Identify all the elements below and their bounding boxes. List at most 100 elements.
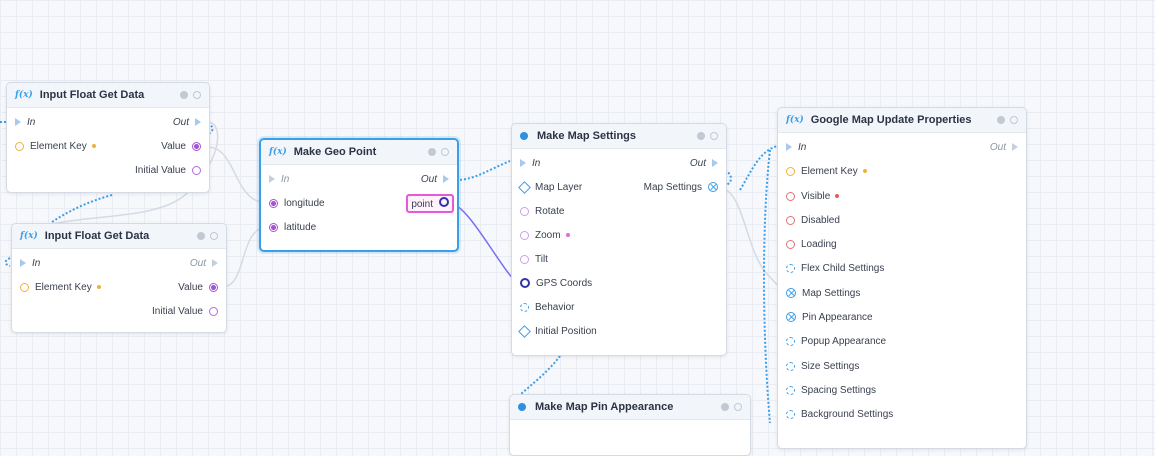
exec-in-icon[interactable]	[20, 259, 26, 267]
comment-icon[interactable]	[441, 148, 449, 156]
exec-wire-into-google-map[interactable]	[739, 145, 779, 191]
point-label: point	[411, 198, 433, 210]
tilt-label: Tilt	[535, 253, 548, 265]
exec-out-icon[interactable]	[712, 159, 718, 167]
element-key-label: Element Key	[30, 140, 87, 152]
map-settings-pin[interactable]	[708, 182, 718, 192]
zoom-pin[interactable]	[520, 230, 529, 240]
exec-in-icon[interactable]	[269, 175, 275, 183]
exec-out-icon[interactable]	[443, 175, 449, 183]
map-settings-label: Map Settings	[802, 287, 861, 299]
exec-wire-into-ifgd2[interactable]	[51, 194, 113, 223]
map-settings-pin[interactable]	[786, 288, 796, 298]
pin-appearance-pin[interactable]	[786, 312, 796, 322]
element-key-pin[interactable]	[15, 141, 24, 151]
rotate-pin[interactable]	[520, 206, 529, 216]
flex-child-settings-label: Flex Child Settings	[801, 262, 885, 274]
pin-appearance-label: Pin Appearance	[802, 311, 873, 323]
comment-icon[interactable]	[734, 403, 742, 411]
point-pin[interactable]	[439, 196, 449, 207]
behavior-label: Behavior	[535, 301, 575, 313]
info-icon[interactable]	[997, 116, 1005, 124]
value-label: Value	[161, 140, 186, 152]
initial-value-label: Initial Value	[152, 305, 203, 317]
spacing-settings-pin[interactable]	[786, 385, 795, 395]
background-settings-pin[interactable]	[786, 409, 795, 419]
element-key-label: Element Key	[801, 165, 858, 177]
node-header[interactable]: Make Map Pin Appearance	[510, 395, 750, 420]
info-icon[interactable]	[197, 232, 205, 240]
exec-wire-geo-to-map-settings[interactable]	[455, 160, 511, 181]
value-pin[interactable]	[209, 282, 218, 292]
background-settings-label: Background Settings	[801, 408, 894, 420]
exec-out-icon[interactable]	[195, 118, 201, 126]
initial-value-pin[interactable]	[192, 165, 201, 175]
node-title: Input Float Get Data	[39, 89, 145, 101]
node-header[interactable]: f(x) Make Geo Point	[261, 140, 457, 165]
node-header[interactable]: f(x) Input Float Get Data	[12, 224, 226, 249]
node-make-map-pin-appearance[interactable]: Make Map Pin Appearance	[509, 394, 751, 456]
info-icon[interactable]	[180, 91, 188, 99]
node-header[interactable]: f(x) Input Float Get Data	[7, 83, 209, 108]
in-label: In	[281, 173, 290, 185]
node-input-float-get-data-2[interactable]: f(x) Input Float Get Data In Out Element…	[11, 223, 227, 333]
exec-wire-pin-appearance[interactable]	[519, 355, 561, 396]
popup-appearance-label: Popup Appearance	[801, 335, 887, 347]
fx-icon: f(x)	[269, 147, 287, 157]
required-dot	[835, 194, 840, 198]
exec-wire-ifgd2-left[interactable]	[4, 257, 11, 267]
disabled-pin[interactable]	[786, 215, 795, 225]
comment-icon[interactable]	[210, 232, 218, 240]
loading-pin[interactable]	[786, 239, 795, 249]
element-key-pin[interactable]	[786, 166, 795, 176]
exec-out-icon[interactable]	[212, 259, 218, 267]
point-output-highlight[interactable]: point	[406, 193, 454, 213]
initial-position-label: Initial Position	[535, 325, 597, 337]
fx-icon: f(x)	[15, 90, 33, 100]
comment-icon[interactable]	[710, 132, 718, 140]
exec-in-icon[interactable]	[520, 159, 526, 167]
node-header[interactable]: Make Map Settings	[512, 124, 726, 149]
behavior-pin[interactable]	[520, 302, 529, 312]
initial-position-pin[interactable]	[518, 324, 531, 338]
element-key-pin[interactable]	[20, 282, 29, 292]
latitude-pin[interactable]	[269, 222, 278, 232]
node-google-map-update-properties[interactable]: f(x) Google Map Update Properties In Out…	[777, 107, 1027, 449]
exec-wire-google-map-down[interactable]	[763, 149, 771, 423]
size-settings-label: Size Settings	[801, 360, 860, 372]
value-pin[interactable]	[192, 141, 201, 151]
wire-point-to-gps-coords[interactable]	[450, 203, 519, 285]
zoom-label: Zoom	[535, 229, 561, 241]
initial-value-pin[interactable]	[209, 306, 218, 316]
info-icon[interactable]	[428, 148, 436, 156]
initial-value-label: Initial Value	[135, 164, 186, 176]
exec-in-icon[interactable]	[15, 118, 21, 126]
info-icon[interactable]	[697, 132, 705, 140]
exec-out-icon[interactable]	[1012, 143, 1018, 151]
node-title: Input Float Get Data	[44, 230, 150, 242]
blue-dot-icon	[518, 403, 526, 411]
gps-coords-pin[interactable]	[520, 278, 530, 288]
disabled-label: Disabled	[801, 214, 840, 226]
out-label: Out	[172, 116, 189, 128]
comment-icon[interactable]	[193, 91, 201, 99]
in-label: In	[532, 157, 541, 169]
longitude-label: longitude	[284, 197, 325, 209]
map-layer-pin[interactable]	[518, 180, 531, 194]
node-make-geo-point[interactable]: f(x) Make Geo Point In Out longitude poi…	[259, 138, 459, 252]
info-icon[interactable]	[721, 403, 729, 411]
popup-appearance-pin[interactable]	[786, 336, 795, 346]
node-make-map-settings[interactable]: Make Map Settings In Out Map Layer Map S…	[511, 123, 727, 356]
longitude-pin[interactable]	[269, 198, 278, 208]
tilt-pin[interactable]	[520, 254, 529, 264]
out-label: Out	[420, 173, 437, 185]
visible-pin[interactable]	[786, 191, 795, 201]
flex-child-settings-pin[interactable]	[786, 263, 795, 273]
node-input-float-get-data-1[interactable]: f(x) Input Float Get Data In Out Element…	[6, 82, 210, 193]
size-settings-pin[interactable]	[786, 361, 795, 371]
required-dot	[862, 169, 867, 173]
node-header[interactable]: f(x) Google Map Update Properties	[778, 108, 1026, 133]
comment-icon[interactable]	[1010, 116, 1018, 124]
exec-in-icon[interactable]	[786, 143, 792, 151]
